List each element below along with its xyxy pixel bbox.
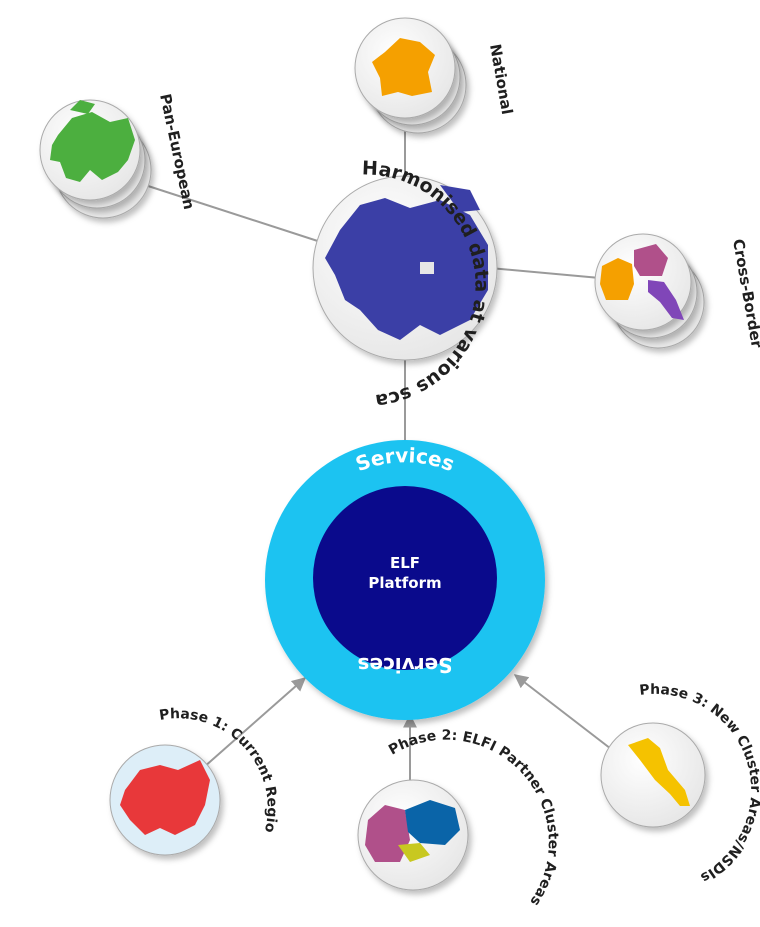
phase3-disc (600, 722, 706, 828)
national-stack (354, 17, 467, 134)
phase2-disc (357, 779, 469, 891)
national-label: National (486, 43, 516, 116)
elf-platform: Services Services ELF Platform (265, 440, 545, 720)
platform-line2: Platform (368, 574, 441, 592)
cross-border-label: Cross-Border (729, 238, 760, 350)
services-bottom-label: Services (357, 653, 452, 677)
connector-pan-european (144, 184, 331, 246)
france-map-icon (372, 38, 435, 96)
cross-border-map-icon (600, 244, 684, 320)
pan-european-stack (39, 99, 152, 219)
europe-globe-icon (325, 185, 488, 340)
europe-red-map-icon (120, 760, 210, 835)
connectors (144, 120, 616, 790)
platform-line1: ELF (390, 554, 420, 572)
europe-green-icon (50, 100, 135, 182)
connector-cross-border (489, 267, 601, 279)
arrow-phase1 (194, 677, 307, 776)
cross-border-stack (594, 233, 705, 349)
pan-european-label: Pan-European (156, 92, 198, 211)
arrow-phase3 (513, 674, 616, 753)
phase1-label: Phase 1: Current Regional Data (0, 0, 280, 834)
cluster-map-icon (365, 800, 460, 862)
italy-map-icon (628, 738, 690, 806)
phase1-disc (109, 744, 221, 856)
